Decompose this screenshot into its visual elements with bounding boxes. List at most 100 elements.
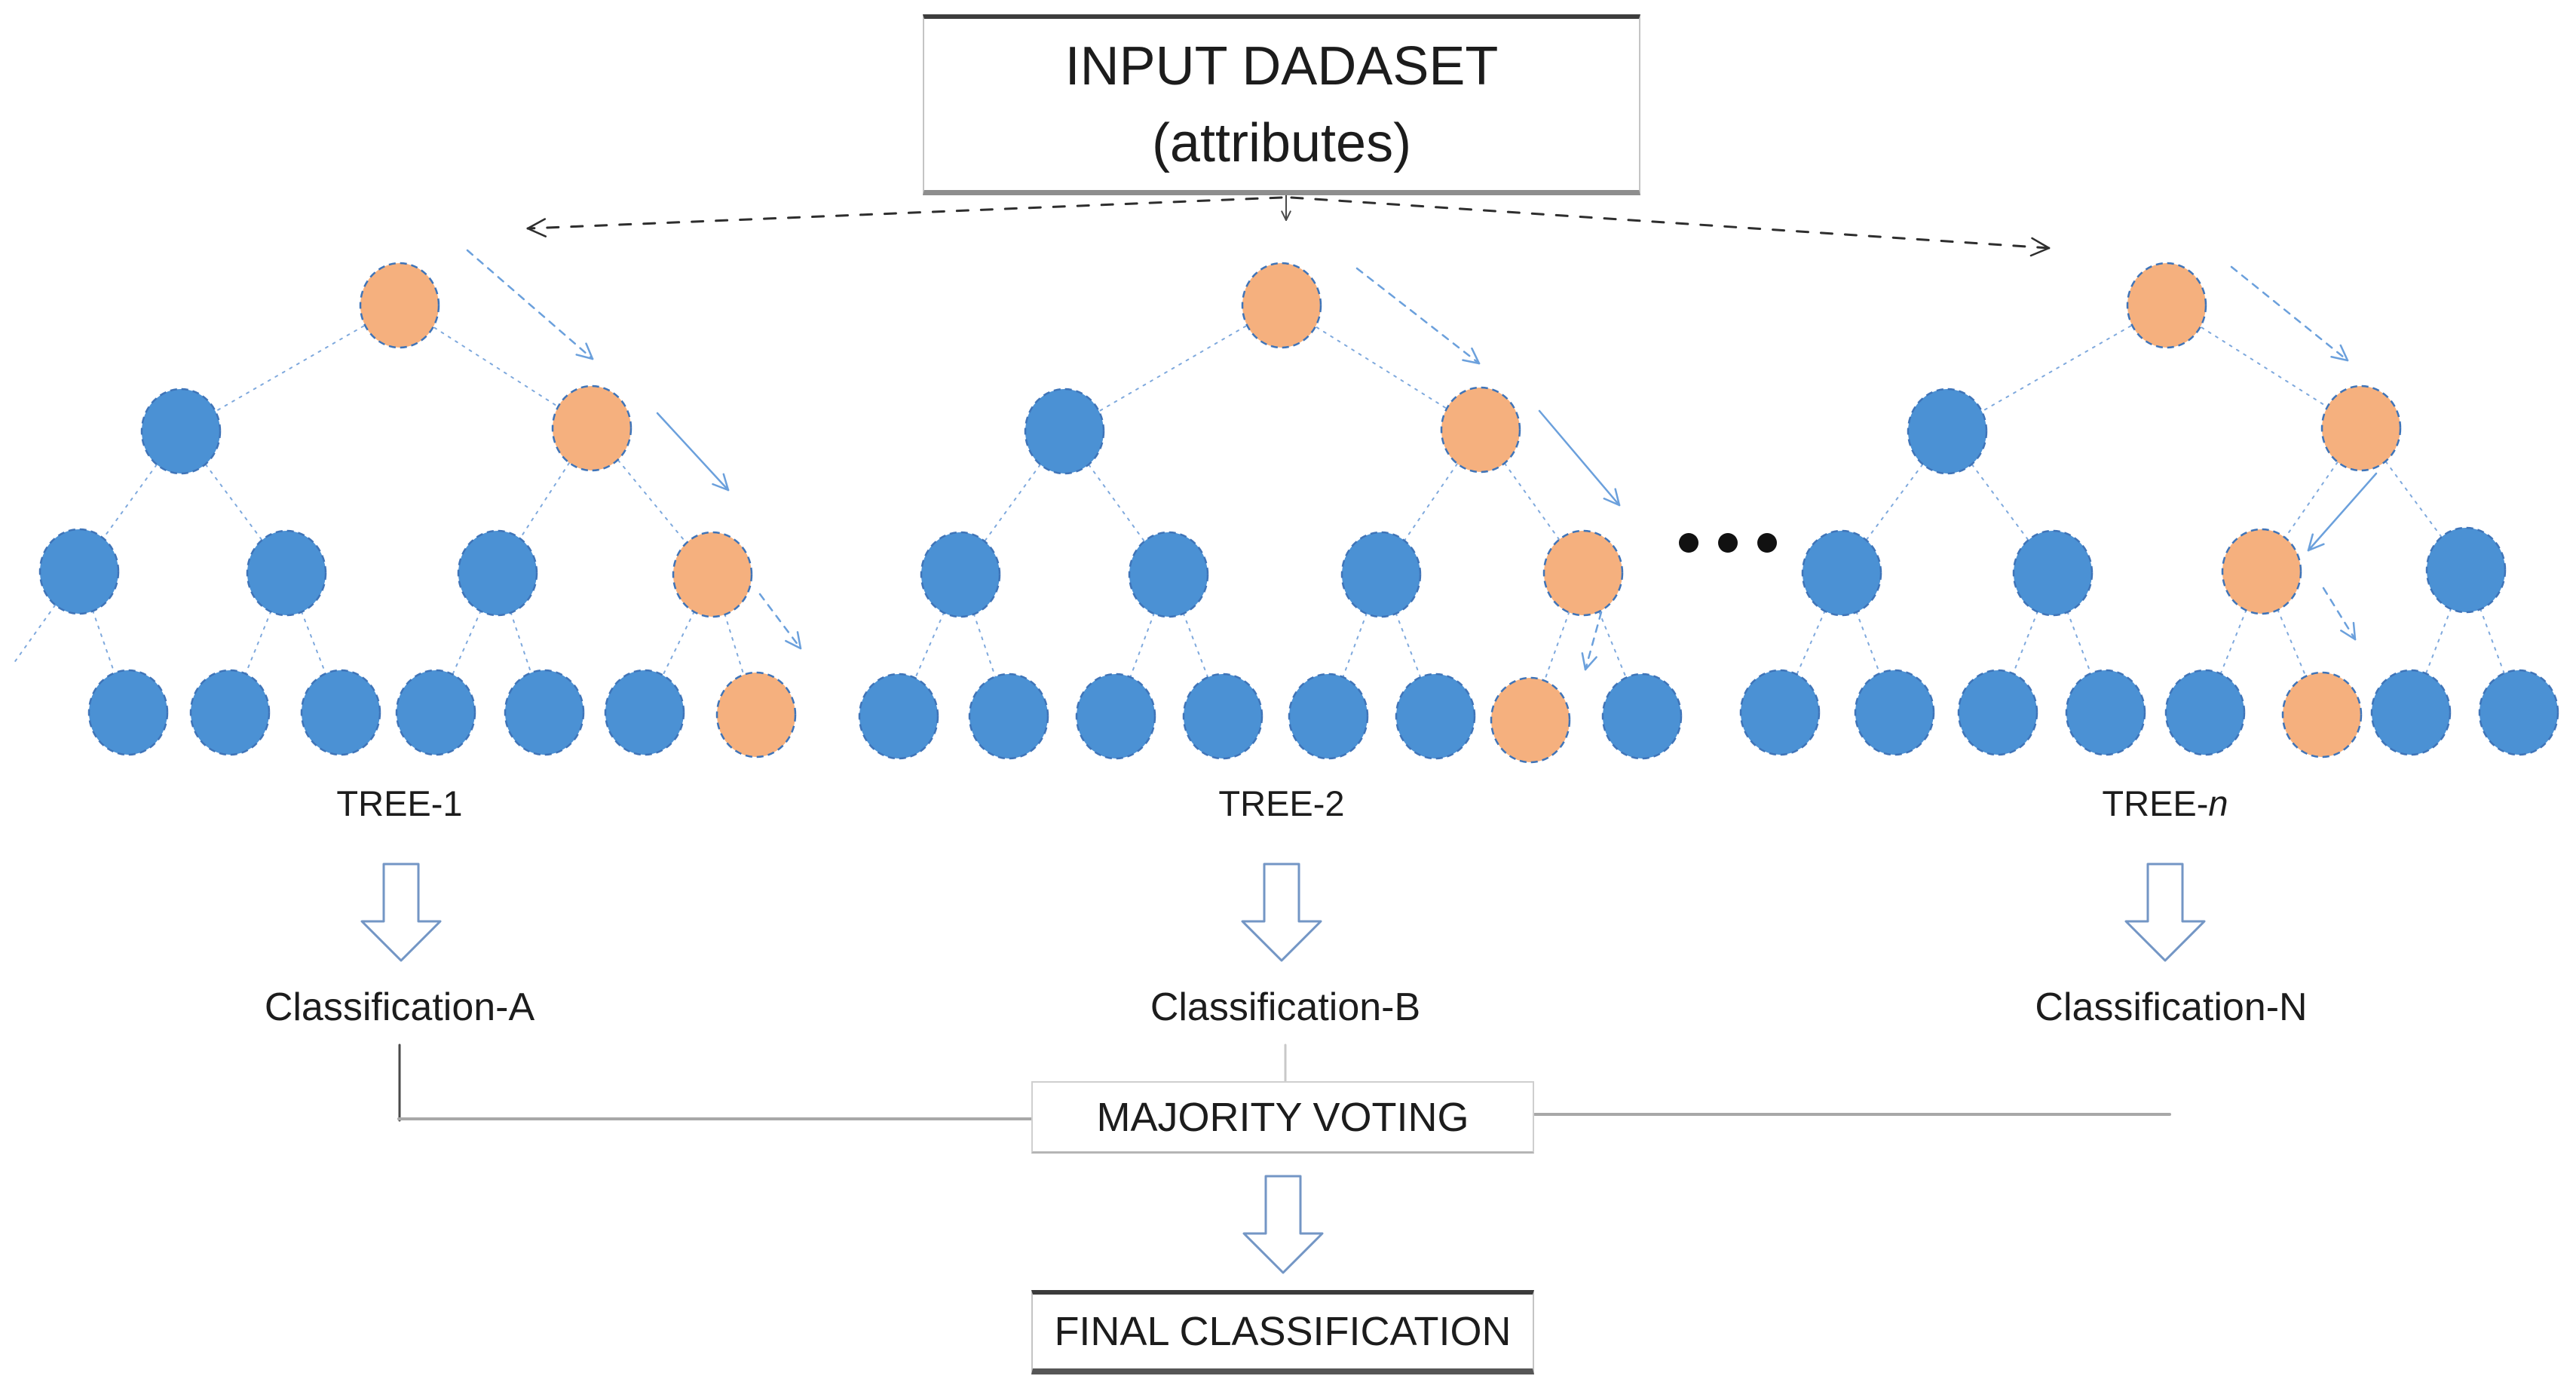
input-split-arrowhead xyxy=(526,218,547,230)
tree-node-orange xyxy=(2126,262,2207,349)
path-arrow xyxy=(758,593,802,650)
path-arrowhead xyxy=(1581,652,1587,671)
tree-node-orange xyxy=(2320,385,2402,472)
tree-node-orange xyxy=(2221,528,2302,615)
tree-edge xyxy=(180,305,400,432)
tree-node-orange xyxy=(1490,676,1571,764)
majority-voting-box: MAJORITY VOTING xyxy=(1031,1081,1534,1154)
majority-voting-label: MAJORITY VOTING xyxy=(1096,1094,1469,1140)
path-arrowhead xyxy=(785,639,802,650)
tree-2-label: TREE-2 xyxy=(1218,783,1344,824)
nodes-layer xyxy=(38,262,2559,764)
tree-node-blue xyxy=(1128,531,1209,618)
input-split-arrow xyxy=(1290,196,2051,250)
ellipsis-dot xyxy=(1679,533,1698,553)
path-arrow xyxy=(656,412,730,492)
path-arrowhead xyxy=(1614,488,1621,507)
final-classification-box: FINAL CLASSIFICATION xyxy=(1031,1290,1534,1374)
down-block-arrow xyxy=(2124,863,2206,962)
path-arrowhead xyxy=(1603,498,1621,507)
annotation-layer xyxy=(360,195,2206,1274)
classification-a-label: Classification-A xyxy=(264,985,535,1029)
edges-layer xyxy=(13,305,2519,721)
tree-node-orange xyxy=(1241,262,1322,349)
path-arrowhead xyxy=(796,631,802,650)
tree-node-blue xyxy=(1601,673,1683,760)
path-arrowhead xyxy=(1584,656,1597,671)
input-down-arrowhead xyxy=(1285,210,1291,221)
tree-node-blue xyxy=(1739,669,1821,756)
tree-node-blue xyxy=(504,669,585,756)
path-arrowhead xyxy=(1462,359,1481,365)
input-down-arrowhead xyxy=(1281,210,1287,221)
down-block-arrow xyxy=(1242,1175,1324,1274)
tree-1-label: TREE-1 xyxy=(336,783,462,824)
tree-n-label: TREE-n xyxy=(2102,783,2228,824)
path-arrow xyxy=(2307,472,2378,552)
path-arrowhead xyxy=(2339,344,2349,362)
tree-1-label-prefix: TREE- xyxy=(336,783,443,823)
path-arrowhead xyxy=(712,483,730,492)
tree-node-orange xyxy=(672,531,753,618)
path-arrowhead xyxy=(2352,621,2357,641)
tree-node-blue xyxy=(1957,669,2038,756)
down-block-arrow xyxy=(360,863,442,962)
input-dataset-box: INPUT DADASET (attributes) xyxy=(923,14,1640,195)
tree-node-orange xyxy=(2281,671,2363,758)
tree-node-blue xyxy=(1024,388,1105,475)
tree-node-blue xyxy=(604,669,685,756)
tree-node-orange xyxy=(551,385,633,472)
path-arrowhead xyxy=(2307,543,2325,552)
tree-node-blue xyxy=(395,669,476,756)
tree-node-blue xyxy=(38,528,120,615)
tree-node-orange xyxy=(1440,386,1521,473)
tree-node-blue xyxy=(1854,669,1935,756)
path-arrow xyxy=(466,249,594,360)
tree-node-orange xyxy=(359,262,440,349)
path-arrowhead xyxy=(2340,630,2357,641)
tree-node-blue xyxy=(1801,529,1882,617)
tree-node-blue xyxy=(968,673,1049,760)
classification-n-label: Classification-N xyxy=(2035,985,2308,1029)
path-arrow xyxy=(1538,409,1621,507)
tree-edge xyxy=(1064,305,1282,432)
tree-node-blue xyxy=(2164,669,2246,756)
down-block-arrow xyxy=(1241,863,1322,962)
tree-node-blue xyxy=(1075,673,1156,760)
tree-node-blue xyxy=(1288,673,1369,760)
tree-edge xyxy=(1947,305,2167,432)
tree-node-blue xyxy=(300,669,381,756)
path-arrowhead xyxy=(2330,355,2349,362)
tree-2-label-prefix: TREE- xyxy=(1218,783,1325,823)
tree-node-blue xyxy=(1340,531,1422,618)
tree-node-blue xyxy=(858,673,939,760)
path-arrow xyxy=(2322,587,2357,641)
ellipsis-dot xyxy=(1718,533,1738,553)
tree-node-blue xyxy=(246,529,327,617)
path-arrowhead xyxy=(1471,347,1481,365)
tree-node-blue xyxy=(1907,388,1988,475)
final-classification-label: FINAL CLASSIFICATION xyxy=(1054,1309,1512,1354)
input-dataset-subtitle: (attributes) xyxy=(1151,112,1412,173)
path-arrowhead xyxy=(575,354,594,360)
input-dataset-title: INPUT DADASET xyxy=(1064,35,1499,97)
tree-node-orange xyxy=(715,671,797,758)
tree-1-label-suffix: 1 xyxy=(443,783,463,823)
tree-node-orange xyxy=(1542,529,1624,617)
tree-node-blue xyxy=(2065,669,2146,756)
tree-n-label-prefix: TREE- xyxy=(2102,783,2209,823)
tree-n-label-suffix: n xyxy=(2208,783,2228,823)
input-split-arrowhead xyxy=(2029,247,2051,257)
tree-node-blue xyxy=(1182,673,1263,760)
input-split-arrowhead xyxy=(2031,237,2051,250)
tree-node-blue xyxy=(2012,529,2094,617)
tree-node-blue xyxy=(1395,673,1476,760)
tree-node-blue xyxy=(140,388,222,475)
path-arrowhead xyxy=(585,342,594,360)
tree-node-blue xyxy=(189,669,271,756)
input-split-arrow xyxy=(526,196,1283,230)
path-arrowhead xyxy=(722,473,730,492)
tree-node-blue xyxy=(2370,669,2452,756)
